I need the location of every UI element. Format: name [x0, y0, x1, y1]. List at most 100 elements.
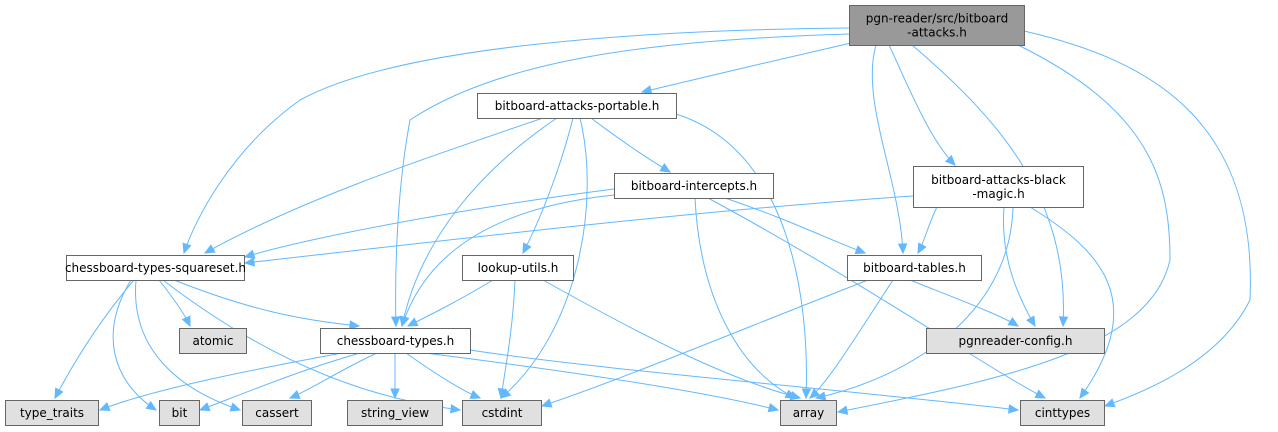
- arrowhead-icon: [659, 163, 672, 173]
- node-box: [320, 328, 471, 354]
- edge-blackmagic-to-cinttypes: [1029, 206, 1115, 400]
- node-label: bit: [172, 406, 188, 420]
- edge-lookup-to-array: [542, 279, 802, 401]
- edge-root-to-array: [836, 44, 1171, 415]
- edge-portable-to-intercepts: [590, 117, 672, 173]
- arrowhead-icon: [390, 388, 400, 400]
- edge-types-to-string_view: [390, 352, 400, 400]
- arrowhead-icon: [1026, 315, 1036, 328]
- arrowhead-icon: [400, 315, 410, 328]
- arrowhead-icon: [767, 403, 780, 413]
- arrowhead-icon: [288, 390, 301, 399]
- node-box: [847, 255, 982, 281]
- arrowhead-icon: [469, 390, 482, 399]
- node-intercepts[interactable]: bitboard-intercepts.h: [614, 173, 774, 199]
- edge-lookup-to-types: [406, 279, 494, 327]
- edge-line: [424, 352, 779, 411]
- node-label: cassert: [255, 406, 299, 420]
- edge-line: [694, 197, 796, 399]
- node-box: [462, 255, 574, 281]
- edge-line: [401, 117, 558, 327]
- node-label: pgnreader-config.h: [959, 334, 1073, 348]
- arrowhead-icon: [809, 388, 821, 399]
- arrowhead-icon: [497, 387, 508, 400]
- node-box: [614, 173, 774, 199]
- edge-tables-to-config: [909, 279, 1020, 327]
- edge-line: [815, 206, 1014, 399]
- arrowhead-icon: [1007, 316, 1020, 327]
- edge-intercepts-to-array: [694, 197, 797, 399]
- edge-line: [99, 352, 343, 411]
- edge-line: [888, 44, 956, 166]
- arrowhead-icon: [1034, 389, 1047, 399]
- node-label: bitboard-attacks-black: [931, 173, 1066, 187]
- arrowhead-icon: [203, 244, 216, 254]
- node-label: -magic.h: [972, 187, 1024, 201]
- edge-line: [590, 117, 671, 173]
- node-tables[interactable]: bitboard-tables.h: [847, 255, 982, 281]
- edge-line: [871, 44, 904, 254]
- arrowhead-icon: [1008, 404, 1020, 414]
- arrowhead-icon: [944, 154, 956, 166]
- edge-types-to-array: [424, 352, 780, 413]
- edge-line: [909, 279, 1019, 327]
- edge-root-to-portable: [640, 42, 852, 95]
- arrowhead-icon: [801, 388, 812, 400]
- node-root[interactable]: pgn-reader/src/bitboard-attacks.h: [849, 5, 1025, 46]
- arrowhead-icon: [390, 316, 401, 328]
- node-squareset[interactable]: chessboard-types-squareset.h: [65, 255, 246, 281]
- arrowhead-icon: [1058, 316, 1069, 328]
- node-box: [242, 400, 312, 426]
- arrowhead-icon: [449, 404, 462, 414]
- edge-line: [289, 352, 378, 399]
- arrowhead-icon: [54, 387, 64, 400]
- arrowhead-icon: [522, 242, 532, 255]
- arrowhead-icon: [198, 402, 211, 412]
- node-type_traits: type_traits: [5, 400, 99, 426]
- edge-line: [809, 279, 894, 399]
- arrowhead-icon: [182, 242, 192, 255]
- edge-line: [500, 117, 588, 399]
- node-label: chessboard-types-squareset.h: [65, 261, 246, 275]
- edge-line: [112, 279, 157, 411]
- edge-tables-to-array: [809, 279, 894, 399]
- arrowhead-icon: [897, 243, 908, 255]
- edge-line: [401, 194, 615, 327]
- edge-blackmagic-to-tables: [917, 206, 938, 255]
- node-label: chessboard-types.h: [337, 334, 455, 348]
- node-label: -attacks.h: [907, 26, 967, 40]
- arrowhead-icon: [98, 402, 111, 411]
- node-box: [849, 5, 1025, 46]
- edge-root-to-types: [390, 33, 850, 328]
- node-blackmagic[interactable]: bitboard-attacks-black-magic.h: [913, 166, 1084, 208]
- arrowhead-icon: [1103, 398, 1116, 408]
- node-string_view: string_view: [347, 400, 443, 426]
- edge-types-to-cinttypes: [469, 349, 1020, 414]
- arrowhead-icon: [836, 405, 849, 415]
- edge-types-to-cassert: [288, 352, 378, 399]
- edge-portable-to-types: [399, 117, 558, 328]
- node-box: [179, 328, 247, 354]
- edge-line: [837, 44, 1171, 413]
- edge-portable-to-lookup: [522, 117, 574, 255]
- edge-line: [199, 352, 361, 411]
- edge-types-to-type_traits: [98, 352, 343, 411]
- edge-blackmagic-to-squareset: [243, 195, 914, 267]
- edge-root-to-squareset: [182, 27, 850, 255]
- edge-line: [1023, 30, 1251, 407]
- edge-line: [522, 117, 574, 254]
- node-box: [926, 328, 1105, 354]
- arrowhead-icon: [789, 391, 802, 401]
- node-lookup[interactable]: lookup-utils.h: [462, 255, 574, 281]
- node-cstdint: cstdint: [462, 400, 542, 426]
- node-portable[interactable]: bitboard-attacks-portable.h: [477, 93, 677, 119]
- node-types[interactable]: chessboard-types.h: [320, 328, 471, 354]
- node-config: pgnreader-config.h: [926, 328, 1105, 354]
- edge-line: [135, 279, 241, 411]
- arrowhead-icon: [540, 398, 553, 408]
- edge-types-to-bit: [198, 352, 361, 412]
- edge-squareset-to-atomic: [158, 279, 191, 328]
- node-label: string_view: [361, 406, 429, 420]
- edge-squareset-to-cassert: [135, 279, 242, 412]
